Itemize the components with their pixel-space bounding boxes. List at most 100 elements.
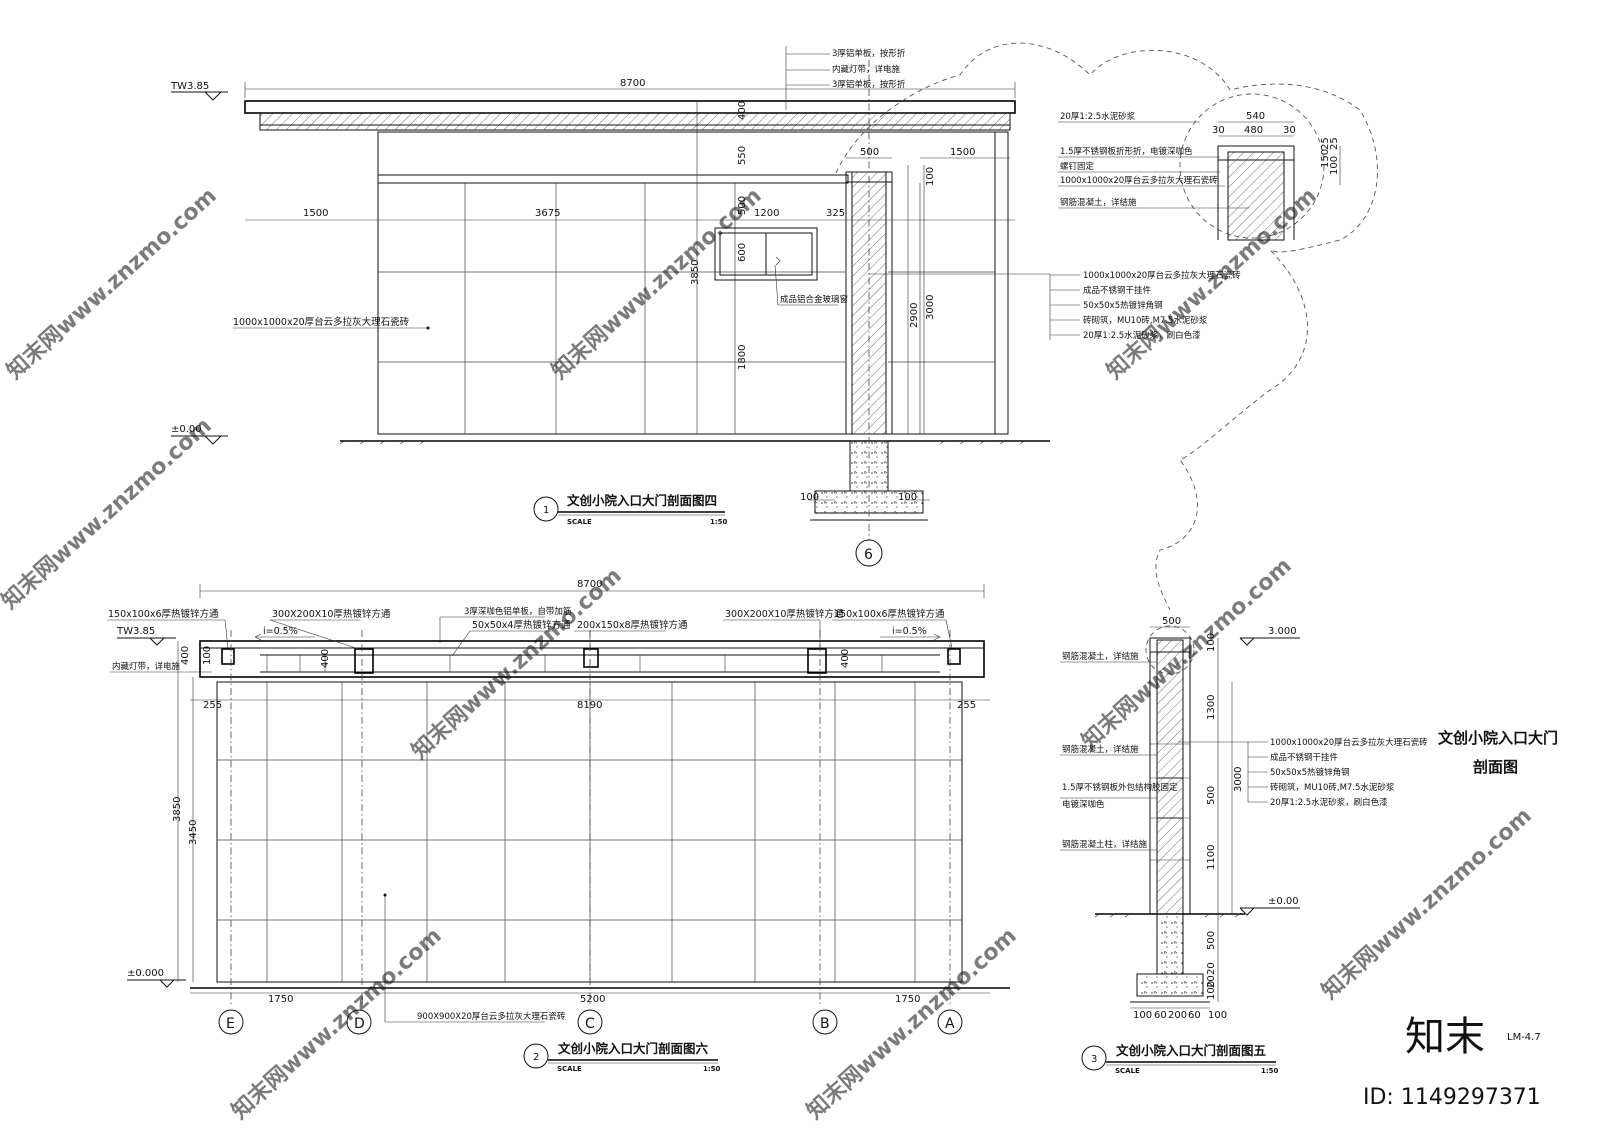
note-text: 3厚铝单板，按形折 — [832, 48, 906, 59]
axis-bubble-C: C — [577, 1009, 603, 1035]
watermark: 知末网www.znzmo.com — [547, 183, 767, 385]
wall-outline — [377, 131, 1009, 435]
note-text: 成品铝合金玻璃窗 — [780, 294, 848, 305]
dim-text: 20 — [1206, 962, 1217, 975]
dim-text: 500 — [860, 147, 879, 158]
dim-total: 8700 — [620, 78, 645, 89]
scale-value: 1:50 — [1261, 1067, 1279, 1075]
note-text: 电镀深咖色 — [1062, 799, 1105, 810]
dim-text: 30 — [1283, 125, 1296, 136]
section-number-bubble — [1081, 1045, 1107, 1071]
watermark: 知末网www.znzmo.com — [227, 923, 447, 1125]
level-mark-ground: ±0.00 — [171, 424, 228, 445]
dim-text: 400 — [180, 646, 191, 665]
note-text: 螺钉固定 — [1060, 161, 1095, 172]
watermark: 知末网www.znzmo.com — [0, 413, 217, 615]
note-text: 1000x1000x20厚台云多拉灰大理石瓷砖 — [1270, 737, 1428, 748]
dim-text: 500 — [1206, 931, 1217, 950]
sheet-number: LM-4.7 — [1507, 1032, 1541, 1043]
section-number: 1 — [543, 505, 549, 516]
wall-outline — [216, 681, 963, 983]
note-text: 砖砌筑，MU10砖,M7.5水泥砂浆 — [1083, 315, 1208, 326]
dim-text: 3850 — [172, 797, 183, 822]
note-text: 内藏灯带，详电施 — [112, 661, 181, 672]
note-text: 50x50x5热镀锌角钢 — [1083, 300, 1163, 311]
dim-text: 100 — [800, 492, 819, 503]
dim-text: 150 — [1320, 149, 1331, 168]
note-text: 50x50x4厚热镀锌方通 — [472, 619, 571, 631]
note-text: 20厚1:2.5水泥砂浆，刷白色漆 — [1083, 330, 1201, 341]
level-mark-top: TW3.85 — [116, 626, 176, 646]
dim-text: 3450 — [188, 820, 199, 845]
section-3-section: 500 3.000 ±0.00 100 1300 500 1100 — [1060, 616, 1428, 1075]
dim-text: 5200 — [580, 994, 605, 1005]
note-text: 200x150x8厚热镀锌方通 — [577, 619, 688, 631]
section-3-title: 3 文创小院入口大门剖面图五 SCALE 1:50 — [1081, 1043, 1279, 1075]
dim-text: 1100 — [1206, 845, 1217, 870]
note-text: 1.5厚不锈钢板外包结构胶固定 — [1062, 782, 1178, 793]
detail-cap: 540 30 480 30 25 150 25 100 20厚1:2.5水泥砂浆… — [1058, 93, 1341, 241]
note-text: 1.5厚不锈钢板折形折，电镀深咖色 — [1060, 146, 1193, 157]
note-text: 成品不锈钢干挂件 — [1270, 752, 1339, 763]
footing-neck — [1156, 913, 1184, 975]
note-text: 300X200X10厚热镀锌方通 — [272, 608, 391, 620]
revision-cloud — [835, 42, 1378, 611]
dim-text: 200 — [1168, 1010, 1187, 1021]
watermark: 知末网www.znzmo.com — [1317, 803, 1537, 1005]
dim-text: 1750 — [895, 994, 920, 1005]
dim-text: 100 — [898, 492, 917, 503]
note-text: 3厚铝单板，按形折 — [832, 79, 906, 90]
level-label: 3.000 — [1268, 626, 1297, 637]
dim-text: 400 — [737, 101, 748, 120]
steel-tube — [947, 648, 961, 665]
dim-text: 1750 — [268, 994, 293, 1005]
sheet-title-sub: 剖面图 — [1473, 758, 1518, 776]
watermark: 知末网www.znzmo.com — [407, 563, 627, 765]
dim-text: 8190 — [577, 700, 602, 711]
roof-beam — [199, 640, 985, 678]
dim-text: 100 — [1133, 1010, 1152, 1021]
level-label: TW3.85 — [116, 626, 155, 637]
dim-text: 500 — [737, 196, 748, 215]
canopy-body — [259, 112, 1011, 131]
scale-label: SCALE — [1115, 1067, 1140, 1075]
section-title: 文创小院入口大门剖面图四 — [567, 493, 717, 508]
image-id-label: ID: 1149297371 — [1363, 1085, 1541, 1110]
dim-text: 480 — [1244, 125, 1263, 136]
section-title: 文创小院入口大门剖面图五 — [1116, 1043, 1267, 1058]
steel-tube — [807, 648, 827, 674]
dim-text: 100 — [1206, 981, 1217, 1000]
axis-label: E — [226, 1016, 235, 1032]
section-number-bubble — [533, 496, 559, 522]
dim-text: 60 — [1154, 1010, 1167, 1021]
wall-stone-grid — [378, 183, 995, 434]
axis-label: B — [820, 1016, 830, 1032]
note-text: 砖砌筑，MU10砖,M7.5水泥砂浆 — [1270, 782, 1395, 793]
note-text: 1000x1000x20厚台云多拉灰大理石瓷砖 — [1083, 270, 1241, 281]
dim-text: 30 — [1212, 125, 1225, 136]
dim-text: 20 — [1206, 975, 1217, 988]
note-text: 150x100x6厚热镀锌方通 — [834, 608, 945, 620]
note-text: 1000x1000x20厚台云多拉灰大理石瓷砖 — [1060, 175, 1218, 186]
wall-stone-grid — [217, 682, 962, 982]
watermark: 知末网www.znzmo.com — [1102, 183, 1322, 385]
axis-bubble-D: D — [346, 1009, 372, 1035]
note-text: 钢筋混凝土，详结施 — [1062, 744, 1139, 755]
dim-text: 25 — [1329, 137, 1340, 150]
dim-total: 8700 — [577, 579, 602, 590]
section-number-bubble — [523, 1043, 549, 1069]
note-text: 300X200X10厚热镀锌方通 — [725, 608, 844, 620]
steel-tube — [221, 648, 235, 665]
dim-text: 1800 — [737, 345, 748, 370]
level-label: ±0.000 — [127, 968, 164, 979]
level-mark-top: TW3.85 — [170, 81, 228, 101]
column-section — [1156, 639, 1184, 915]
dim-text: 2900 — [909, 303, 920, 328]
dim-text: 100 — [1329, 156, 1340, 175]
level-mark-ground: ±0.00 — [1239, 896, 1300, 916]
brand-watermark: 知末 — [1405, 1014, 1485, 1060]
dim-text: 500 — [1162, 616, 1181, 627]
canopy-top — [244, 100, 1016, 114]
axis-bubble-E: E — [218, 1009, 244, 1035]
note-text: 50x50x5热镀锌角钢 — [1270, 767, 1350, 778]
